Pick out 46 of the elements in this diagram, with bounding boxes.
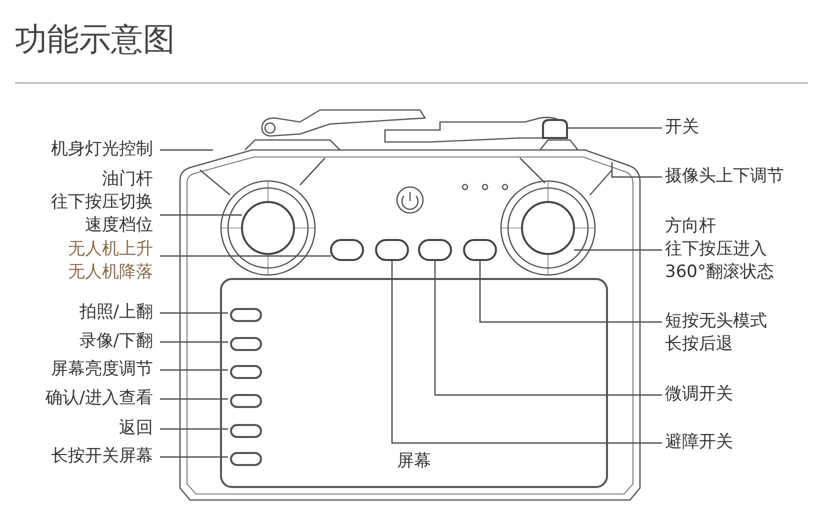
callout-label: 摄像头上下调节 bbox=[665, 165, 820, 188]
joystick bbox=[241, 201, 295, 255]
oval-button bbox=[375, 239, 409, 261]
callout-label: 无人机上升无人机降落 bbox=[23, 238, 153, 284]
leader-line bbox=[434, 260, 662, 396]
callout-label: 短按无头模式长按后退 bbox=[665, 310, 795, 356]
callout-label: 机身灯光控制 bbox=[3, 138, 153, 161]
side-button bbox=[230, 308, 262, 322]
screen-label: 屏幕 bbox=[396, 450, 432, 473]
leader-line bbox=[160, 369, 228, 371]
side-button bbox=[230, 424, 262, 438]
callout-label: 录像/下翻 bbox=[3, 330, 153, 353]
leader-line bbox=[160, 428, 228, 430]
oval-button bbox=[418, 239, 452, 261]
leader-line bbox=[160, 341, 228, 343]
oval-button bbox=[330, 239, 364, 261]
leader-line bbox=[160, 149, 213, 151]
leader-line bbox=[391, 260, 662, 444]
oval-button bbox=[463, 239, 497, 261]
leader-line bbox=[160, 255, 331, 257]
side-button bbox=[230, 394, 262, 408]
side-button bbox=[230, 337, 262, 351]
leader-line bbox=[567, 127, 662, 129]
leader-line bbox=[574, 249, 662, 251]
joystick bbox=[521, 201, 575, 255]
leader-line bbox=[160, 214, 242, 216]
leader-line bbox=[160, 398, 228, 400]
callout-label: 拍照/上翻 bbox=[3, 301, 153, 324]
callout-label: 油门杆往下按压切换速度档位 bbox=[23, 168, 153, 237]
leader-line bbox=[160, 456, 228, 458]
title: 功能示意图 bbox=[15, 19, 175, 60]
screen-panel bbox=[220, 278, 608, 488]
callout-label: 避障开关 bbox=[665, 431, 815, 454]
side-button bbox=[230, 452, 262, 466]
toggle-switch bbox=[542, 119, 568, 139]
leader-line bbox=[611, 162, 662, 178]
callout-label: 微调开关 bbox=[665, 383, 815, 406]
callout-label: 长按开关屏幕 bbox=[3, 445, 153, 468]
callout-label: 屏幕亮度调节 bbox=[3, 358, 153, 381]
leader-line bbox=[160, 312, 228, 314]
callout-label: 返回 bbox=[3, 417, 153, 440]
callout-label: 方向杆往下按压进入360°翻滚状态 bbox=[665, 215, 795, 284]
callout-label: 开关 bbox=[665, 116, 815, 139]
leader-line bbox=[479, 260, 662, 323]
side-button bbox=[230, 365, 262, 379]
callout-label: 确认/进入查看 bbox=[3, 387, 153, 410]
